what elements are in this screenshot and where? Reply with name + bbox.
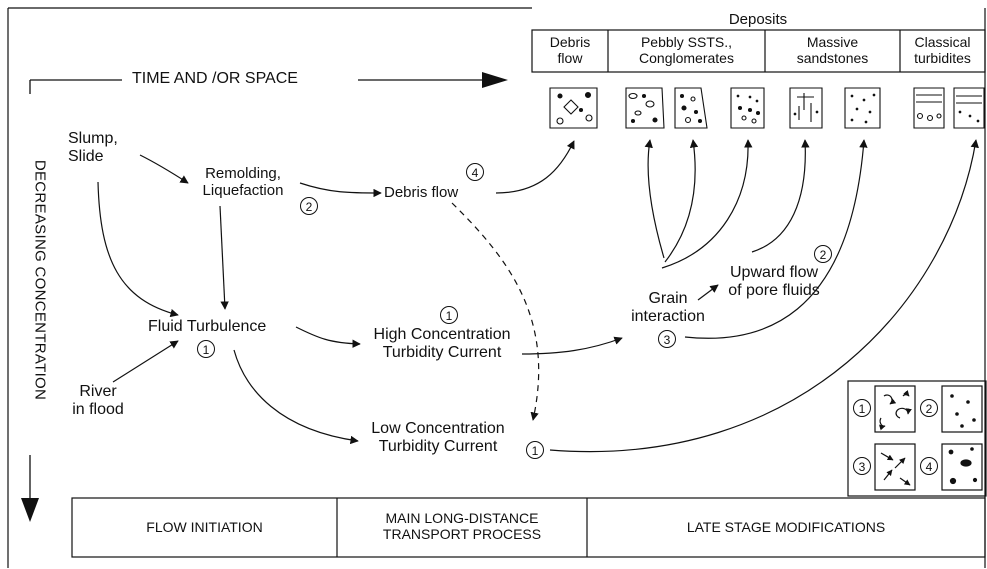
deposit-sketch-pebbly-1 xyxy=(625,87,665,129)
marker-1-low: 1 xyxy=(526,441,544,459)
deposit-sketch-massive-2 xyxy=(844,87,881,129)
node-high-concentration: High Concentration Turbidity Current xyxy=(362,326,522,363)
arrow-fluid-to-high xyxy=(295,326,361,348)
marker-1-fluid: 1 xyxy=(197,340,215,358)
deposit-col-pebbly-line2: Conglomerates xyxy=(639,50,734,67)
arrow-slump-to-remolding xyxy=(139,154,189,184)
outer-frame xyxy=(7,7,986,568)
node-remolding: Remolding, Liquefaction xyxy=(188,165,298,200)
node-remolding-line2: Liquefaction xyxy=(202,182,284,200)
decreasing-concentration-label: DECREASING CONCENTRATION xyxy=(30,60,50,500)
node-grain-interaction: Grain interaction xyxy=(622,290,714,327)
deposit-col-turbidites-line2: turbidites xyxy=(914,50,971,67)
deposit-col-turbidites-line1: Classical xyxy=(914,34,971,50)
table-cell-late-stage: LATE STAGE MODIFICATIONS xyxy=(686,519,886,535)
node-upward-line2: of pore fluids xyxy=(728,282,820,300)
deposit-col-massive: Massive sandstones xyxy=(765,34,900,66)
legend-box xyxy=(847,380,987,497)
marker-3-grain: 3 xyxy=(658,330,676,348)
decreasing-concentration-text: DECREASING CONCENTRATION xyxy=(31,159,49,401)
deposit-col-pebbly: Pebbly SSTS., Conglomerates xyxy=(608,34,765,66)
arrow-debris-flow-to-deposit xyxy=(495,140,575,194)
arrow-upward-to-massive1 xyxy=(751,139,810,253)
arrow-low-to-turbidite2 xyxy=(549,139,979,453)
node-upward-flow: Upward flow of pore fluids xyxy=(714,264,834,301)
deposit-col-turbidites: Classical turbidites xyxy=(900,34,985,66)
arrow-grain-to-pebbly1 xyxy=(644,139,665,259)
deposit-col-debris-flow-line2: flow xyxy=(557,50,583,67)
arrow-debris-to-low-dashed xyxy=(451,202,540,421)
deposit-col-debris-flow: Debris flow xyxy=(532,34,608,66)
node-river-line1: River xyxy=(79,383,117,400)
arrow-grain-to-upward xyxy=(697,284,719,301)
time-space-label: TIME AND /OR SPACE xyxy=(132,70,298,87)
arrow-slump-to-fluid-turbulence xyxy=(97,181,179,318)
node-debris-flow: Debris flow xyxy=(384,184,459,201)
arrow-grain-to-pebbly2 xyxy=(664,139,699,263)
node-high-line1: High Concentration xyxy=(373,326,511,343)
marker-1-high: 1 xyxy=(440,306,458,324)
node-slump-slide: Slump, Slide xyxy=(68,130,118,167)
table-cell-transport-line2: TRANSPORT PROCESS xyxy=(382,526,542,543)
node-high-line2: Turbidity Current xyxy=(382,344,502,362)
deposit-sketch-pebbly-3 xyxy=(730,87,765,129)
deposit-sketch-massive-1 xyxy=(789,87,823,129)
table-cell-flow-initiation: FLOW INITIATION xyxy=(146,519,263,535)
node-low-line1: Low Concentration xyxy=(371,420,505,437)
arrow-high-to-grain xyxy=(521,336,623,355)
node-grain-line1: Grain xyxy=(648,290,688,307)
deposit-sketch-turbidite-2 xyxy=(953,87,985,129)
deposits-header-box xyxy=(531,29,986,73)
node-slump-line1: Slump, xyxy=(68,130,118,147)
flow-arrows xyxy=(97,139,979,453)
node-upward-line1: Upward flow xyxy=(729,264,819,281)
arrow-remolding-to-fluid-turbulence xyxy=(219,205,229,310)
node-remolding-line1: Remolding, xyxy=(205,165,281,182)
deposits-title: Deposits xyxy=(728,11,788,28)
arrow-grain-to-pebbly3 xyxy=(661,139,753,269)
marker-2-remolding: 2 xyxy=(300,197,318,215)
deposit-col-debris-flow-line1: Debris xyxy=(549,34,591,50)
node-fluid-turbulence: Fluid Turbulence xyxy=(148,318,267,335)
arrow-upward-to-massive2 xyxy=(684,139,868,339)
legend-marker-3: 3 xyxy=(853,457,871,475)
legend-marker-1: 1 xyxy=(853,399,871,417)
deposit-sketch-turbidite-1 xyxy=(913,87,945,129)
marker-2-upward: 2 xyxy=(814,245,832,263)
arrow-remolding-to-debris-flow xyxy=(299,182,382,198)
marker-4-debris: 4 xyxy=(466,163,484,181)
decreasing-concentration-arrow xyxy=(21,455,39,522)
deposit-sketch-pebbly-2 xyxy=(674,87,708,129)
node-low-concentration: Low Concentration Turbidity Current xyxy=(358,420,518,457)
arrow-fluid-to-low xyxy=(233,349,359,445)
deposit-sketch-debris-flow xyxy=(549,87,598,129)
arrow-river-to-fluid-turbulence xyxy=(112,340,179,383)
table-cell-transport-line1: MAIN LONG-DISTANCE xyxy=(385,510,539,526)
deposit-col-massive-line1: Massive xyxy=(806,34,859,50)
table-cell-transport: MAIN LONG-DISTANCE TRANSPORT PROCESS xyxy=(337,510,587,542)
deposit-col-massive-line2: sandstones xyxy=(796,50,869,67)
legend-marker-2: 2 xyxy=(920,399,938,417)
legend-marker-4: 4 xyxy=(920,457,938,475)
node-slump-line2: Slide xyxy=(68,148,104,166)
node-grain-line2: interaction xyxy=(631,308,705,326)
bottom-table-frame xyxy=(71,497,986,558)
node-river-line2: in flood xyxy=(72,401,124,419)
time-space-arrow xyxy=(29,72,508,94)
node-low-line2: Turbidity Current xyxy=(378,438,498,456)
deposit-col-pebbly-line1: Pebbly SSTS., xyxy=(640,34,733,50)
node-river-in-flood: River in flood xyxy=(62,383,134,420)
